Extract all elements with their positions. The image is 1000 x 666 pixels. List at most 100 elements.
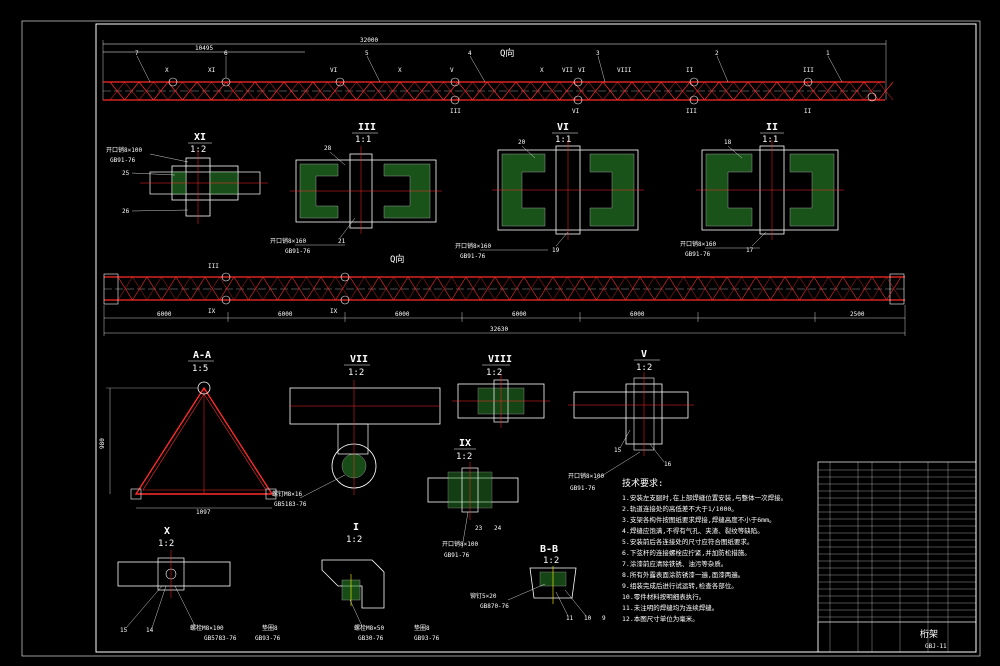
top-overall-dim: 32000	[360, 37, 378, 44]
truss-diagonal	[820, 81, 836, 101]
truss-diagonal	[204, 276, 220, 301]
bb-title: B-B	[540, 544, 558, 555]
ix-scale: 1:2	[456, 452, 472, 462]
top-callout-5: 5	[365, 50, 369, 57]
roman-ii: II	[686, 67, 694, 74]
v-pin-label: 开口销8×100	[568, 472, 604, 480]
ii-part-17: 17	[746, 247, 754, 254]
truss-diagonal	[436, 276, 452, 301]
middle-truss-view: Q向 III IX IX 6000 6000 6000 6000 6000 25…	[103, 253, 906, 336]
truss-diagonal	[327, 81, 343, 101]
top-callout-2: 2	[715, 50, 719, 57]
truss-diagonal	[538, 276, 554, 301]
detail-viii: VIII 1:2	[452, 354, 550, 428]
detail-vi-scale: 1:1	[555, 135, 571, 145]
truss-diagonal	[776, 81, 792, 101]
truss-diagonal	[784, 276, 800, 301]
truss-diagonal	[225, 81, 241, 101]
mid-mark-iii: III	[208, 263, 219, 270]
mid-mark-ix-1: IX	[208, 308, 216, 315]
v-part-15: 15	[614, 447, 622, 454]
truss-diagonal	[683, 276, 699, 301]
truss-diagonal	[697, 276, 713, 301]
truss-diagonal	[109, 81, 125, 101]
truss-diagonal	[494, 276, 510, 301]
vii-title: VII	[350, 354, 368, 365]
note-6: 6.下弦杆的连接螺栓应拧紧,并加防松措施。	[622, 548, 751, 557]
truss-diagonal	[509, 276, 525, 301]
i-washer-label: 垫圈8	[414, 624, 430, 632]
truss-diagonal	[146, 276, 162, 301]
truss-diagonal	[262, 276, 278, 301]
note-8: 8.所有外露表面涂防锈漆一遍,面漆两遍。	[622, 570, 744, 579]
title-block-title: 桁架	[920, 628, 938, 640]
truss-diagonal	[356, 81, 372, 101]
x-scale: 1:2	[158, 539, 174, 549]
truss-diagonal	[399, 81, 415, 101]
section-b-b: B-B 1:2 铆钉5×20 GB870-76 11 10 9	[470, 544, 606, 622]
note-5: 5.安装前后各连接处的尺寸应符合图纸要求。	[622, 537, 753, 546]
truss-diagonal	[283, 81, 299, 101]
bb-scale: 1:2	[543, 556, 559, 566]
truss-diagonal	[625, 276, 641, 301]
note-10: 10.零件材料按明细表执行。	[622, 592, 705, 601]
truss-diagonal	[335, 276, 351, 301]
x-bolt-std: GB5783-76	[204, 635, 237, 642]
xi-pin-std: GB91-76	[110, 157, 136, 164]
truss-diagonal	[559, 81, 575, 101]
truss-diagonal	[842, 276, 858, 301]
truss-diagonal	[610, 276, 626, 301]
detail-iii-scale: 1:1	[355, 135, 371, 145]
truss-diagonal	[581, 276, 597, 301]
i-title: I	[353, 522, 359, 533]
truss-diagonal	[167, 81, 183, 101]
top-part-dim: 10495	[195, 45, 213, 52]
bb-part-10: 10	[584, 615, 592, 622]
truss-diagonal	[385, 81, 401, 101]
truss-diagonal	[364, 276, 380, 301]
note-3: 3.支架各构件按图纸要求焊接,焊缝高度不小于6mm。	[622, 515, 775, 524]
roman-x-2: X	[398, 67, 402, 74]
detail-x: X 1:2 15 14 螺栓M8×100 GB5783-76 垫圈8 GB93-…	[117, 526, 281, 642]
vi-pin-std: GB91-76	[460, 253, 486, 260]
truss-diagonal	[124, 81, 140, 101]
x-part-14: 14	[146, 627, 154, 634]
detail-ii-title: II	[766, 122, 778, 133]
v-scale: 1:2	[636, 363, 652, 373]
top-callout-1: 1	[826, 50, 830, 57]
detail-xi-title: XI	[194, 132, 206, 143]
ix-part-23: 23	[475, 525, 483, 532]
title-block-code: GBJ-11	[925, 643, 947, 650]
ix-pin-label: 开口销8×100	[442, 540, 478, 548]
bb-rivet-label: 铆钉5×20	[470, 592, 497, 600]
mid-overall-dim: 32630	[490, 326, 508, 333]
title-block: 桁架 GBJ-11	[817, 461, 977, 653]
truss-diagonal	[422, 276, 438, 301]
truss-diagonal	[132, 276, 148, 301]
roman-iii: III	[803, 67, 814, 74]
x-part-15: 15	[120, 627, 128, 634]
notes-heading: 技术要求:	[622, 477, 663, 489]
ii-pin-label: 开口销8×160	[680, 240, 716, 248]
truss-diagonal	[451, 276, 467, 301]
truss-diagonal	[596, 276, 612, 301]
truss-diagonal	[654, 276, 670, 301]
v-part-16: 16	[664, 461, 672, 468]
top-callout-7: 7	[135, 50, 139, 57]
truss-diagonal	[443, 81, 459, 101]
aa-height: 980	[99, 438, 106, 449]
truss-diagonal	[117, 276, 133, 301]
truss-diagonal	[501, 81, 517, 101]
truss-diagonal	[291, 276, 307, 301]
truss-diagonal	[219, 276, 235, 301]
truss-diagonal	[465, 276, 481, 301]
truss-diagonal	[233, 276, 249, 301]
truss-diagonal	[660, 81, 676, 101]
top-view-label: Q向	[500, 47, 514, 59]
truss-diagonal	[457, 81, 473, 101]
roman-bottom-ii: II	[804, 108, 812, 115]
truss-diagonal	[312, 81, 328, 101]
truss-diagonal	[747, 81, 763, 101]
iii-pin-label: 开口销8×160	[270, 237, 306, 245]
truss-diagonal	[530, 81, 546, 101]
